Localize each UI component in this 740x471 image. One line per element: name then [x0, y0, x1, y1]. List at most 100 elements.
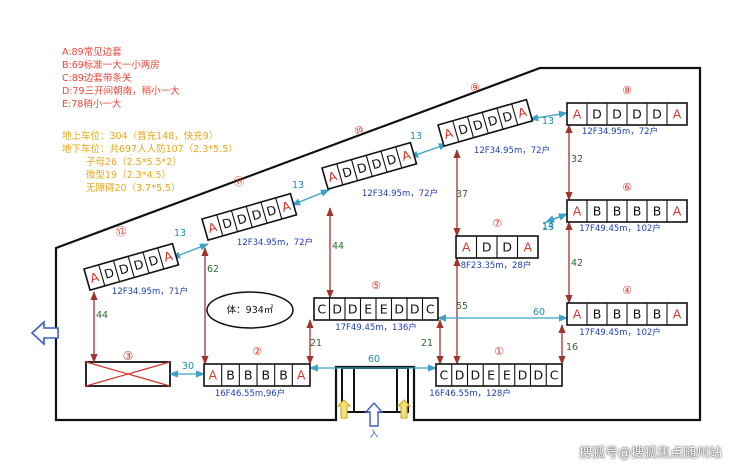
distance-label: 60: [368, 354, 380, 365]
building-info: 17F49.45m，102户: [579, 327, 661, 338]
parking-legend: 地上车位：304（普充148，快充9） 地下车位：共697人人防107（2.3*…: [62, 130, 238, 195]
building-number: ①: [494, 345, 504, 358]
unit-cell: B: [613, 307, 622, 322]
distance-line: [171, 243, 209, 259]
distance-label: 14: [542, 221, 554, 232]
unit-divider: [98, 264, 106, 287]
distance-label: 13: [292, 180, 304, 191]
unit-divider: [481, 112, 489, 134]
west-exit-arrow: [30, 320, 59, 346]
legend-unit-e: E:78稍小一大: [62, 99, 122, 110]
unit-cell: B: [262, 368, 271, 383]
unit-cell: B: [653, 204, 662, 219]
distance-label: 37: [456, 189, 468, 200]
unit-cell: D: [612, 107, 622, 122]
entrance-label: 入: [369, 429, 378, 440]
unit-cell: B: [244, 368, 253, 383]
unit-cell: C: [426, 302, 435, 317]
unit-cell: D: [102, 265, 115, 282]
entrance-arrow-center: [364, 401, 384, 427]
unit-divider: [511, 103, 519, 126]
building-info: 12F34.95m，72户: [582, 126, 658, 137]
distance-label: 30: [182, 361, 194, 372]
unit-cell: A: [673, 107, 682, 122]
unit-divider: [452, 120, 460, 143]
distance-label: 44: [332, 241, 344, 252]
legend-unit-b: B:69标准一大一小两房: [62, 60, 160, 71]
unit-cell: B: [613, 204, 622, 219]
building-number: ⑤: [371, 279, 381, 292]
building-number: ⑥: [622, 181, 632, 194]
unit-divider: [336, 163, 344, 186]
distance-label: 21: [421, 338, 433, 349]
building-number: ⑫: [114, 224, 128, 240]
unit-cell: C: [317, 302, 326, 317]
unit-cell: E: [364, 302, 372, 317]
unit-cell: D: [370, 155, 383, 172]
unit-cell: D: [486, 112, 499, 129]
unit-cell: D: [394, 302, 404, 317]
unit-cell: B: [593, 204, 602, 219]
gym-label: 体：934㎡: [227, 304, 274, 316]
distance-line: [545, 213, 568, 223]
unit-cell: D: [471, 116, 484, 133]
legend-parking-mini: 微型19（2.3*4.5）: [86, 170, 172, 181]
entrance-arrow-left: [336, 399, 352, 419]
building-number: ④: [622, 284, 632, 297]
unit-divider: [127, 256, 135, 278]
unit-cell: E: [380, 302, 388, 317]
unit-cell: A: [573, 204, 582, 219]
legend-unit-a: A:89常见边套: [62, 47, 122, 58]
unit-cell: D: [355, 159, 368, 176]
unit-divider: [216, 214, 224, 237]
building-info: 8F23.35m，28户: [461, 260, 532, 271]
site-boundary: [54, 66, 702, 422]
distance-label: 13: [542, 222, 554, 233]
unit-divider: [142, 251, 150, 274]
building-info: 12F34.95m，71户: [112, 286, 188, 297]
unit-cell: D: [455, 368, 465, 383]
unit-cell: D: [250, 206, 263, 223]
unit-cell: C: [440, 368, 449, 383]
unit-divider: [230, 210, 239, 232]
legend-parking-underground: 地下车位：共697人人防107（2.3*5.5）: [62, 144, 238, 155]
unit-cell: D: [410, 302, 420, 317]
unit-cell: E: [487, 368, 495, 383]
building-number: ②: [252, 345, 262, 358]
unit-cell: A: [209, 368, 218, 383]
unit-cell: D: [332, 302, 342, 317]
building-number: ⑪: [232, 174, 246, 190]
unit-cell: D: [340, 164, 353, 181]
distance-label: 42: [571, 258, 583, 269]
unit-cell: D: [471, 368, 481, 383]
unit-cell: C: [550, 368, 559, 383]
unit-cell: D: [592, 107, 602, 122]
unit-cell: A: [523, 240, 532, 255]
building-info: 17F49.45m，136户: [335, 322, 417, 333]
distance-lines: [90, 110, 573, 378]
legend-parking-accessible: 无障碍20（3.7*5.5）: [86, 183, 181, 194]
unit-cell: D: [117, 260, 130, 277]
unit-cell: B: [653, 307, 662, 322]
building-info: 12F34.95m，72户: [474, 145, 550, 156]
distance-label: 44: [96, 310, 108, 321]
unit-divider: [496, 107, 504, 130]
unit-cell: A: [462, 240, 471, 255]
unit-cell: E: [503, 368, 511, 383]
unit-cell: B: [279, 368, 288, 383]
distance-label: 32: [571, 154, 583, 165]
distance-label: 13: [174, 228, 186, 239]
unit-cell: B: [226, 368, 235, 383]
